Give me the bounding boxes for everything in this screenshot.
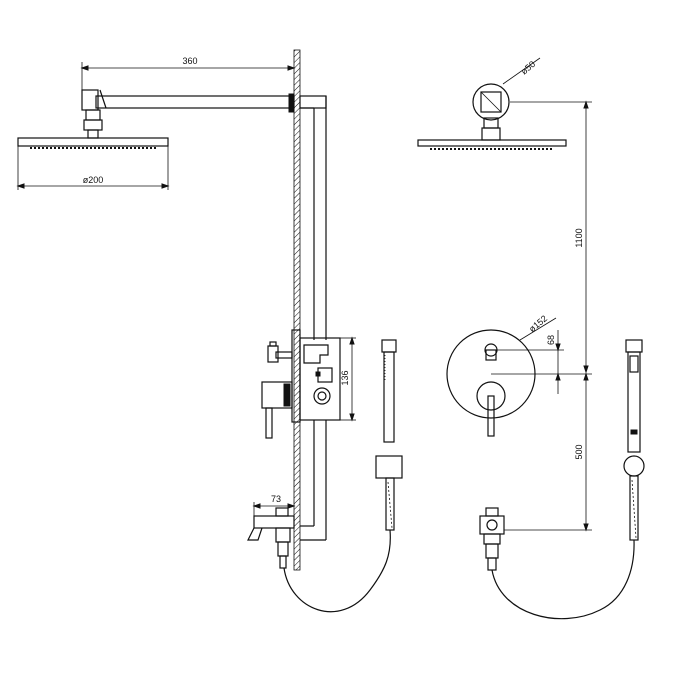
handle-offset-dimension: 68 bbox=[491, 330, 592, 394]
arm-length-label: 360 bbox=[182, 56, 197, 66]
overall-height-dimension: 1100 bbox=[510, 100, 592, 374]
lower-height-label: 500 bbox=[574, 444, 584, 459]
valve-plate-front: ø152 bbox=[446, 313, 557, 437]
rain-shower-head-front bbox=[417, 139, 567, 150]
arm-length-dimension: 360 bbox=[80, 56, 296, 98]
front-view: ø50 1100 ø152 bbox=[417, 57, 645, 620]
spout-length-dimension: 73 bbox=[252, 494, 296, 516]
mixer-valve-body bbox=[291, 329, 341, 423]
head-diameter-dimension: ø200 bbox=[16, 146, 170, 190]
head-diameter-side-label: ø200 bbox=[83, 175, 104, 185]
wall-flange-front: ø50 bbox=[472, 57, 541, 121]
shower-arm bbox=[81, 89, 327, 113]
valve-height-label: 136 bbox=[340, 370, 350, 385]
handle-offset-label: 68 bbox=[546, 335, 556, 345]
plate-diameter-label: ø152 bbox=[527, 313, 549, 334]
hand-shower-front bbox=[623, 339, 645, 541]
hand-shower-side bbox=[375, 339, 403, 531]
shower-hose-side bbox=[283, 529, 391, 613]
head-connector bbox=[83, 109, 103, 139]
valve-height-dimension: 136 bbox=[340, 336, 356, 422]
lower-height-dimension: 500 bbox=[504, 372, 592, 532]
rain-shower-head-side bbox=[17, 137, 169, 149]
riser-pipe bbox=[300, 96, 327, 541]
spout-length-label: 73 bbox=[271, 494, 281, 504]
hose-outlet-front bbox=[479, 507, 505, 571]
head-connector-front bbox=[481, 117, 501, 141]
side-view: 360 ø200 bbox=[16, 49, 403, 613]
diverter-handle-side bbox=[267, 341, 293, 363]
mixer-lever-side bbox=[261, 381, 293, 439]
shower-hose-front bbox=[491, 539, 635, 620]
bath-spout-side bbox=[247, 507, 295, 569]
wall-section bbox=[293, 49, 301, 571]
overall-height-label: 1100 bbox=[574, 228, 584, 247]
